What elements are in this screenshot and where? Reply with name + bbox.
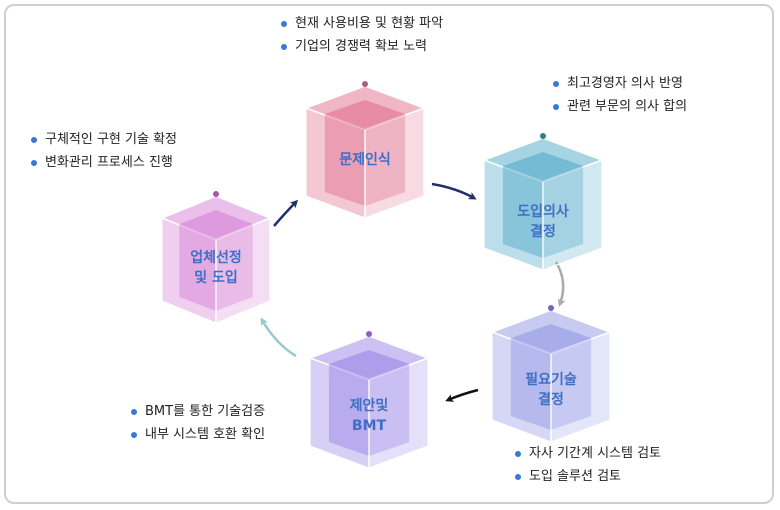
stage-bullets-adoption-decision: 최고경영자 의사 반영 관련 부문의 의사 합의: [550, 72, 687, 118]
cube-core-left: [179, 224, 216, 311]
bullet-item: 현재 사용비용 및 현황 파악: [278, 12, 443, 35]
cube-core-right: [551, 338, 592, 430]
stage-bullets-required-technology: 자사 기간계 시스템 검토 도입 솔루션 검토: [512, 442, 661, 488]
stage-bullets-vendor-selection: 구체적인 구현 기술 확정 변화관리 프로세스 진행: [28, 128, 177, 174]
cube-core-top: [324, 100, 406, 128]
diagram-frame: [4, 4, 774, 504]
arrow-1-to-2: [431, 182, 477, 200]
stage-cube-proposal-bmt: 제안및 BMT: [304, 326, 434, 476]
stage-label: 도입의사 결정: [517, 204, 569, 240]
cube-core-top: [328, 350, 410, 378]
stage-label: 업체선정 및 도입: [190, 250, 242, 286]
cube-core-top: [502, 152, 584, 180]
cube-core-top: [510, 324, 592, 352]
cube-top-dot: [548, 305, 554, 311]
stage-cube-problem-recognition: 문제인식: [300, 76, 430, 226]
stage-label: 제안및 BMT: [349, 398, 389, 434]
bullet-item: 도입 솔루션 검토: [512, 465, 661, 488]
bullet-item: 내부 시스템 호환 확인: [128, 423, 265, 446]
stage-bullets-problem-recognition: 현재 사용비용 및 현황 파악 기업의 경쟁력 확보 노력: [278, 12, 443, 58]
stage-cube-vendor-selection: 업체선정 및 도입: [156, 186, 276, 331]
bullet-item: 기업의 경쟁력 확보 노력: [278, 35, 443, 58]
bullet-item: 자사 기간계 시스템 검토: [512, 442, 661, 465]
bullet-item: BMT를 통한 기술검증: [128, 400, 265, 423]
cube-core-right: [369, 364, 410, 456]
cube-top-dot: [362, 81, 368, 87]
cube-core-left: [328, 364, 369, 456]
arrow-2-to-3: [554, 261, 566, 307]
arrow-4-to-5: [260, 317, 297, 358]
stage-cube-required-technology: 필요기술 결정: [486, 300, 616, 450]
stage-label: 문제인식: [339, 152, 391, 168]
stage-label: 필요기술 결정: [525, 372, 577, 408]
cube-top-dot: [366, 331, 372, 337]
bullet-item: 변화관리 프로세스 진행: [28, 151, 177, 174]
stage-cube-adoption-decision: 도입의사 결정: [478, 128, 608, 278]
bullet-item: 관련 부문의 의사 합의: [550, 95, 687, 118]
arrow-3-to-4: [445, 388, 479, 402]
cube-core-left: [502, 166, 543, 258]
cube-core-left: [510, 338, 551, 430]
cube-top-dot: [540, 133, 546, 139]
bullet-item: 구체적인 구현 기술 확정: [28, 128, 177, 151]
cube-core-left: [324, 114, 365, 206]
cube-core-right: [365, 114, 406, 206]
cube-core-right: [216, 224, 253, 311]
cube-top-dot: [213, 191, 219, 197]
bullet-item: 최고경영자 의사 반영: [550, 72, 687, 95]
stage-bullets-proposal-bmt: BMT를 통한 기술검증 내부 시스템 호환 확인: [128, 400, 265, 446]
cube-core-top: [179, 210, 253, 238]
arrow-5-to-1: [273, 199, 299, 227]
cube-core-right: [543, 166, 584, 258]
